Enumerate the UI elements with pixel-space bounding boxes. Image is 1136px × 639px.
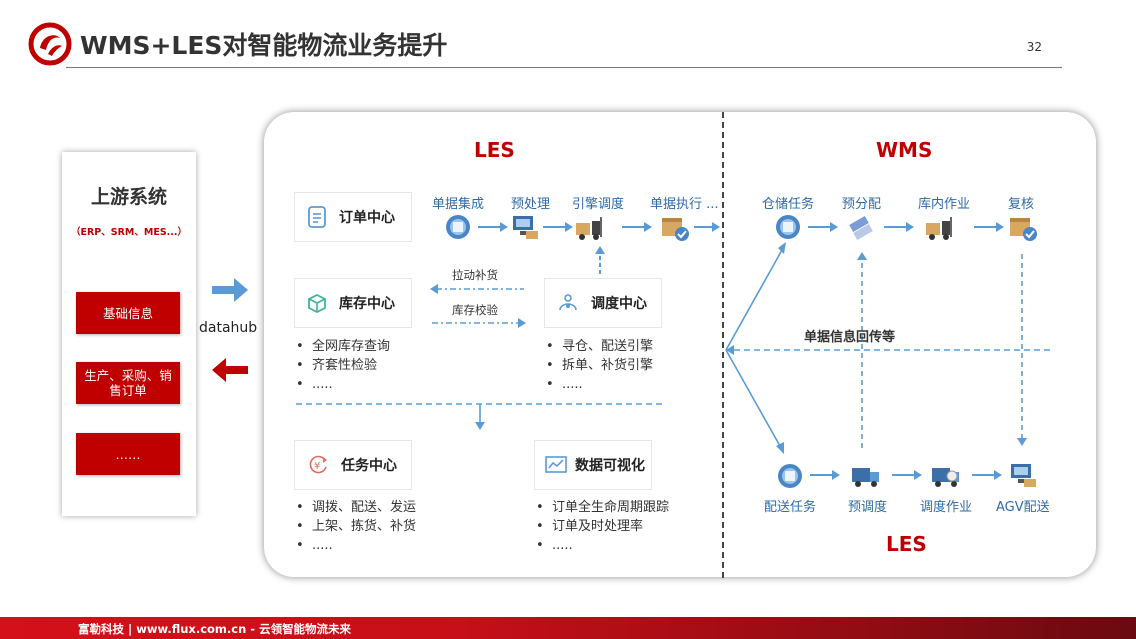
dispatch-up-arrow-icon [595,246,605,274]
right-arrow-icon [212,278,248,302]
upstream-panel: 上游系统 （ERP、SRM、MES...） 基础信息 生产、采购、销售订单 …… [62,152,196,516]
task-bullet-list: • 调拨、配送、发运 • 上架、拣货、补货 • ..... [296,498,416,555]
left-arrow-icon [212,358,248,382]
basic-info-box: 基础信息 [76,292,180,334]
flow-arrow-icon [972,470,1002,480]
flow-arrow-icon [808,222,838,232]
globe-document-icon [778,464,802,488]
inventory-center-card: 库存中心 [294,278,412,328]
les-bottom-title: LES [886,532,927,556]
upstream-title: 上游系统 [90,186,167,208]
wms-step-label: 库内作业 [918,197,971,212]
order-center-label: 订单中心 [339,210,395,226]
flow-arrow-icon [974,222,1004,232]
truck-icon [852,468,879,487]
les-wms-divider [722,112,724,578]
header-divider [66,67,1062,68]
flow-arrow-icon [543,222,573,232]
footer-text: 富勒科技 | www.flux.com.cn - 云领智能物流未来 [78,622,352,636]
forklift-icon [926,217,952,240]
list-item: • 订单及时处理率 [536,519,643,534]
bottom-step-label: AGV配送 [996,500,1050,515]
upstream-subtitle: （ERP、SRM、MES...） [71,227,187,238]
flow-arrow-icon [478,222,508,232]
flow-step-label: 单据集成 [432,197,485,212]
computer-icon [513,216,538,239]
feedback-label: 单据信息回传等 [804,330,896,345]
list-item: • 调拨、配送、发运 [296,500,416,515]
dispatch-hub-icon [559,294,577,311]
agv-computer-icon [1011,464,1036,487]
list-item: • 齐套性检验 [296,358,377,373]
inventory-bullet-list: • 全网库存查询 • 齐套性检验 • ..... [296,337,390,394]
orders-box: 生产、采购、销售订单 [76,362,180,404]
globe-document-icon [446,215,470,239]
flow-arrow-icon [884,222,914,232]
more-box: …… [76,433,180,475]
wms-title: WMS [876,138,933,162]
dispatch-center-label: 调度中心 [591,296,647,312]
inventory-center-label: 库存中心 [339,296,395,312]
wms-step-label: 仓储任务 [762,197,815,212]
flow-arrow-icon [892,470,922,480]
page-title: WMS+LES对智能物流业务提升 [80,31,448,60]
footer-bar [0,617,1136,639]
list-item: • ..... [296,377,333,392]
flow-step-label: 预处理 [511,197,551,212]
list-item: • 上架、拣货、补货 [296,519,416,534]
left-dashed-arrow-icon [430,284,524,294]
inventory-check-label: 库存校验 [452,303,498,317]
list-item: • 订单全生命周期跟踪 [536,500,669,515]
package-check-icon [1010,218,1037,241]
svg-text:¥: ¥ [314,461,320,472]
list-item: • ..... [546,377,583,392]
list-item: • 全网库存查询 [296,339,390,354]
bottom-step-label: 预调度 [848,500,888,515]
document-icon [308,206,326,228]
bottom-step-label: 配送任务 [764,500,817,515]
data-viz-card: 数据可视化 [534,440,652,490]
pull-replenish-label: 拉动补货 [452,268,498,282]
flux-logo-icon [28,22,72,66]
datahub-label: datahub [199,320,258,336]
truck-clock-icon [932,468,959,487]
viz-bullet-list: • 订单全生命周期跟踪 • 订单及时处理率 • ..... [536,498,669,555]
task-center-card: ¥ 任务中心 [294,440,412,490]
dispatch-bullet-list: • 寻仓、配送引擎 • 拆单、补货引擎 • ..... [546,337,653,394]
bottom-step-label: 调度作业 [920,500,973,515]
flow-arrow-icon [622,222,652,232]
cube-icon [308,293,326,313]
forklift-icon [576,217,602,240]
wms-connector-lines [725,242,1050,454]
flow-arrow-icon [810,470,840,480]
list-item: • 拆单、补货引擎 [546,358,653,373]
package-check-icon [662,218,689,241]
section-separator [296,403,666,430]
flow-step-label: 单据执行 ... [650,197,719,212]
main-panel [264,112,1096,577]
dispatch-center-card: 调度中心 [544,278,662,328]
list-item: • 寻仓、配送引擎 [546,339,653,354]
wms-step-label: 复核 [1008,197,1035,212]
flow-arrow-icon [694,222,720,232]
order-center-card: 订单中心 [294,192,412,242]
data-viz-label: 数据可视化 [575,458,645,474]
task-center-label: 任务中心 [341,458,397,474]
page-number: 32 [1026,40,1042,54]
yen-cycle-icon: ¥ [309,455,327,474]
chart-icon [545,456,567,473]
right-dashed-arrow-icon [432,318,526,328]
wms-step-label: 预分配 [842,197,882,212]
list-item: • ..... [296,538,333,553]
flow-step-label: 引擎调度 [572,197,625,212]
globe-document-icon [776,215,800,239]
allocation-icon [849,216,873,240]
list-item: • ..... [536,538,573,553]
les-title: LES [474,138,515,162]
